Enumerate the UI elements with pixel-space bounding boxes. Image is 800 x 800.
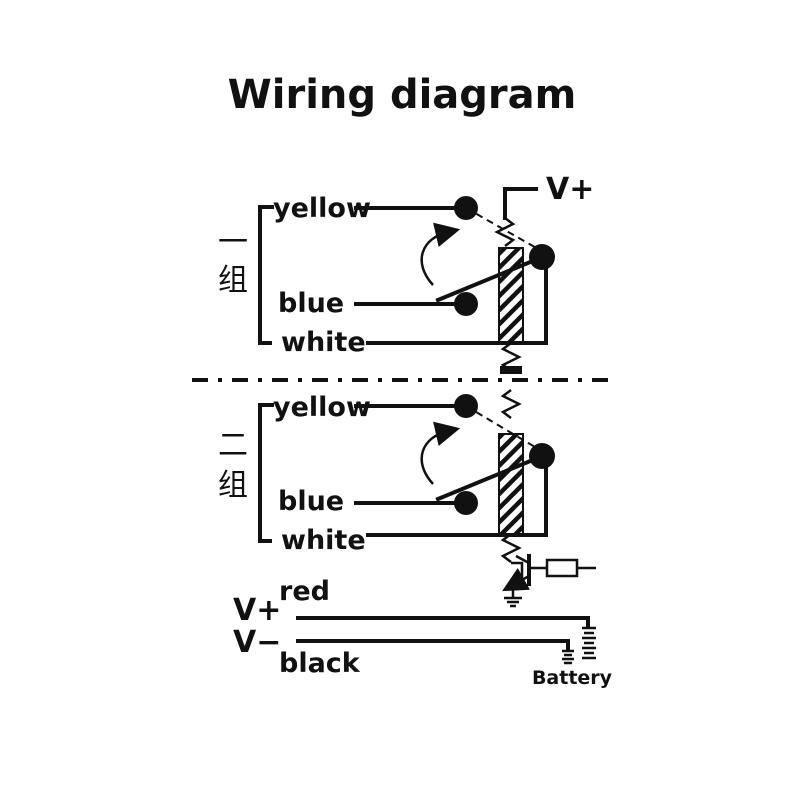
group-1-name-top: 一 (218, 225, 248, 260)
group-2-no-contact (454, 491, 478, 515)
supply-negative-label: V− (233, 625, 281, 660)
battery-symbol-left (562, 649, 574, 665)
group-1-common-contact (529, 244, 555, 270)
group-1-blue-label: blue (278, 288, 344, 319)
group-1-white-label: white (281, 327, 366, 358)
battery-label: Battery (532, 667, 613, 689)
group-2-common-contact (529, 443, 555, 469)
supply-positive-label: V+ (233, 593, 281, 628)
diagram-title: Wiring diagram (228, 72, 577, 118)
group-1-no-contact (454, 292, 478, 316)
group-2-name-top: 二 (218, 428, 248, 463)
coil-hatch-bottom (498, 433, 524, 535)
base-resistor (545, 558, 579, 578)
ground-symbol (504, 596, 522, 608)
group-2-switch-arrow (420, 421, 461, 485)
transistor-driver (502, 554, 596, 608)
group-2: 二 组 yellow blue white (218, 392, 555, 556)
group-1-switch-arrow (420, 222, 461, 286)
group-1-switch-arm (435, 255, 543, 303)
power-terminal: V+ (503, 172, 594, 220)
coil-hatch-top (498, 247, 524, 344)
battery-symbol-right (582, 626, 596, 660)
group-2-switch-arm (435, 454, 543, 502)
group-2-blue-label: blue (278, 486, 344, 517)
group-1-name-bottom: 组 (218, 263, 248, 298)
supply-black-label: black (279, 648, 361, 679)
supply-red-label: red (279, 576, 330, 607)
power-supply: V+ red V− black Battery (233, 576, 613, 689)
group-2-name-bottom: 组 (218, 468, 248, 503)
group-1: 一 组 yellow blue white (218, 193, 555, 358)
group-2-white-label: white (281, 525, 366, 556)
power-label: V+ (546, 172, 594, 207)
